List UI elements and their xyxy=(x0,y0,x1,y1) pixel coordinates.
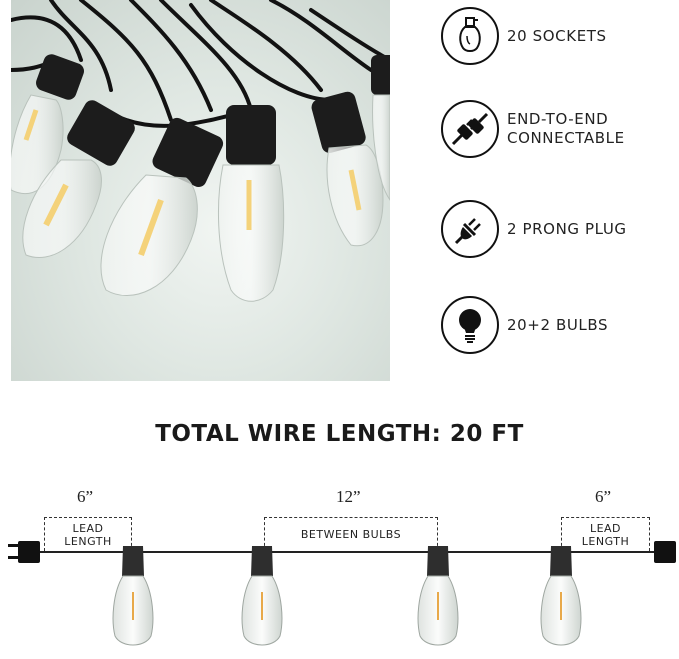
between-bulbs-label: BETWEEN BULBS xyxy=(300,528,402,541)
feature-label: 20 SOCKETS xyxy=(507,26,607,45)
string-lights-photo xyxy=(11,0,390,302)
left-lead-bracket xyxy=(44,517,132,551)
diagram-bulb-1 xyxy=(112,546,154,646)
female-plug xyxy=(654,541,676,563)
string-light-illustration xyxy=(8,541,676,646)
headline-value: 20 FT xyxy=(449,421,524,447)
bulb-filled-icon xyxy=(441,296,499,354)
bulb-5 xyxy=(311,91,384,247)
between-bulbs-measure: 12” xyxy=(336,487,361,506)
bulb-3 xyxy=(100,117,224,297)
feature-label: 20+2 BULBS xyxy=(507,315,609,334)
feature-plug: 2 PRONG PLUG xyxy=(441,197,679,261)
between-bulbs-bracket xyxy=(264,517,438,551)
left-lead-label: LEAD LENGTH xyxy=(64,522,112,548)
right-lead-bracket xyxy=(561,517,650,551)
connector-icon xyxy=(441,100,499,158)
total-wire-length-title: TOTAL WIRE LENGTH: 20 FT xyxy=(0,421,679,447)
bulb-6 xyxy=(371,55,390,201)
bulb-4 xyxy=(217,105,285,302)
feature-bulbs: 20+2 BULBS xyxy=(441,293,679,357)
bulb-2 xyxy=(22,100,135,259)
male-plug xyxy=(8,541,40,563)
bulb-outline-icon xyxy=(441,7,499,65)
diagram-bulb-4 xyxy=(540,546,582,646)
feature-connectable: END-TO-END CONNECTABLE xyxy=(441,97,679,161)
left-lead-measure: 6” xyxy=(77,487,94,506)
diagram-bulb-2 xyxy=(241,546,283,646)
headline-prefix: TOTAL WIRE LENGTH: xyxy=(155,421,450,447)
diagram-bulb-3 xyxy=(417,546,459,646)
feature-label: END-TO-END CONNECTABLE xyxy=(507,110,625,147)
product-photo xyxy=(11,0,390,381)
spacing-diagram: 6” 12” 6” LEAD LENGTH BETWEEN BULBS LEAD… xyxy=(0,470,679,659)
bulb-1 xyxy=(11,54,84,195)
feature-sockets: 20 SOCKETS xyxy=(441,4,679,68)
right-lead-label: LEAD LENGTH xyxy=(581,522,630,548)
feature-label: 2 PRONG PLUG xyxy=(507,219,627,238)
plug-icon xyxy=(441,200,499,258)
right-lead-measure: 6” xyxy=(595,487,612,506)
